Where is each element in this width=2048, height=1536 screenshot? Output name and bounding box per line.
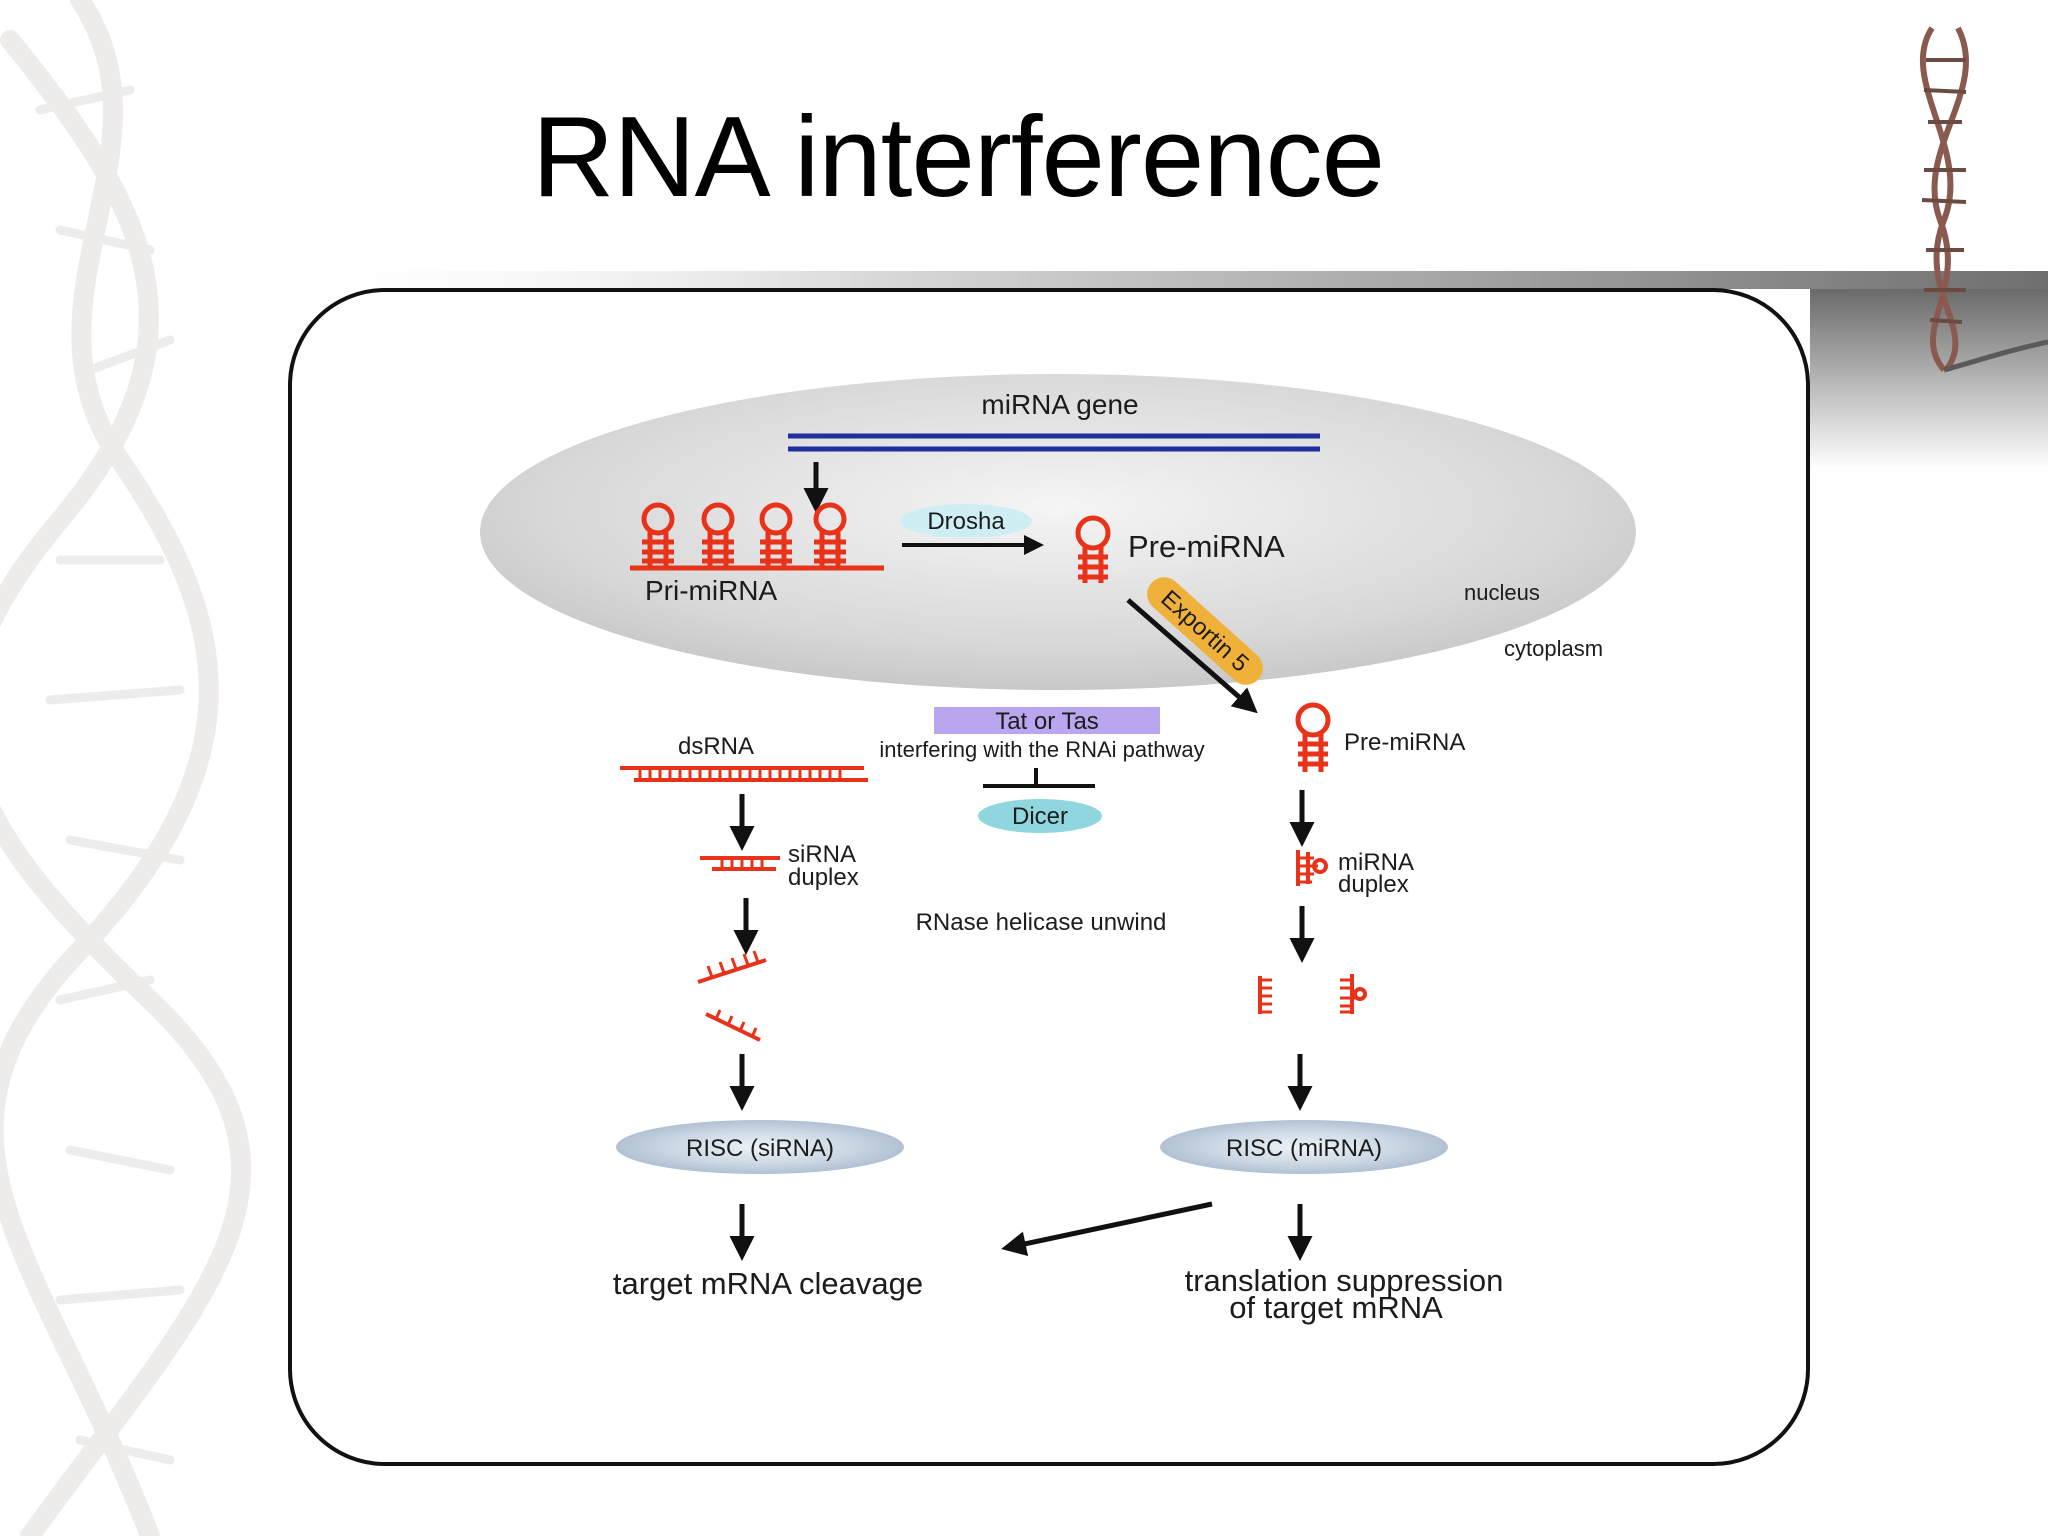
helicase-label: RNase helicase unwind (916, 909, 1167, 936)
risc-sirna-complex (616, 1120, 904, 1174)
risc-sirna-label: RISC (siRNA) (686, 1135, 834, 1162)
sirna-duplex-label-1: siRNA (788, 841, 856, 868)
risc-mirna-to-cleavage-arrow (1001, 1201, 1213, 1257)
header-bar (250, 271, 2048, 289)
pre-mirna-nuclear-label: Pre-miRNA (1128, 529, 1285, 564)
dicer-enzyme (978, 799, 1102, 833)
sirna-duplex-icon (700, 856, 780, 871)
tat-tas-box (934, 707, 1160, 734)
dsrna-icon (620, 766, 868, 782)
pre-mirna-cytoplasm-icon (1295, 702, 1331, 772)
suppression-label-2: of target mRNA (1229, 1290, 1443, 1325)
mirna-single-strand-icon (1258, 974, 1367, 1014)
exportin-arrow (1126, 598, 1258, 714)
sirna-single-strand-icon (697, 950, 767, 1042)
inhibition-bar (983, 768, 1095, 788)
tat-tas-label: Tat or Tas (995, 708, 1099, 735)
cleavage-label: target mRNA cleavage (613, 1266, 923, 1301)
mirna-duplex-label-2: duplex (1338, 871, 1409, 898)
mirna-gene-icon (788, 433, 1320, 452)
pre-mirna-nuclear-icon (1075, 515, 1111, 583)
background-helix-icon (0, 0, 251, 1536)
risc-mirna-label: RISC (miRNA) (1226, 1135, 1382, 1162)
dna-helix-icon (1919, 26, 2048, 373)
pre-mirna-cytoplasm-label: Pre-miRNA (1344, 729, 1465, 756)
pri-mirna-hairpins-icon (630, 502, 884, 571)
nucleus-ellipse (480, 374, 1636, 690)
slide-title: RNA interference (532, 94, 1385, 221)
nucleus-label: nucleus (1464, 580, 1540, 605)
mirna-duplex-icon (1296, 850, 1328, 886)
drosha-label: Drosha (927, 508, 1005, 535)
suppression-label-1: translation suppression (1185, 1263, 1504, 1298)
sirna-duplex-label-2: duplex (788, 864, 859, 891)
dicer-label: Dicer (1012, 803, 1068, 830)
mirna-duplex-label-1: miRNA (1338, 849, 1414, 876)
mirna-gene-label: miRNA gene (981, 389, 1138, 420)
cytoplasm-label: cytoplasm (1504, 636, 1603, 661)
pri-mirna-label: Pri-miRNA (645, 575, 778, 606)
header-corner-shade (1810, 289, 2048, 469)
dsrna-label: dsRNA (678, 733, 754, 760)
interfering-label: interfering with the RNAi pathway (879, 737, 1204, 762)
drosha-enzyme (900, 504, 1032, 538)
risc-mirna-complex (1160, 1120, 1448, 1174)
